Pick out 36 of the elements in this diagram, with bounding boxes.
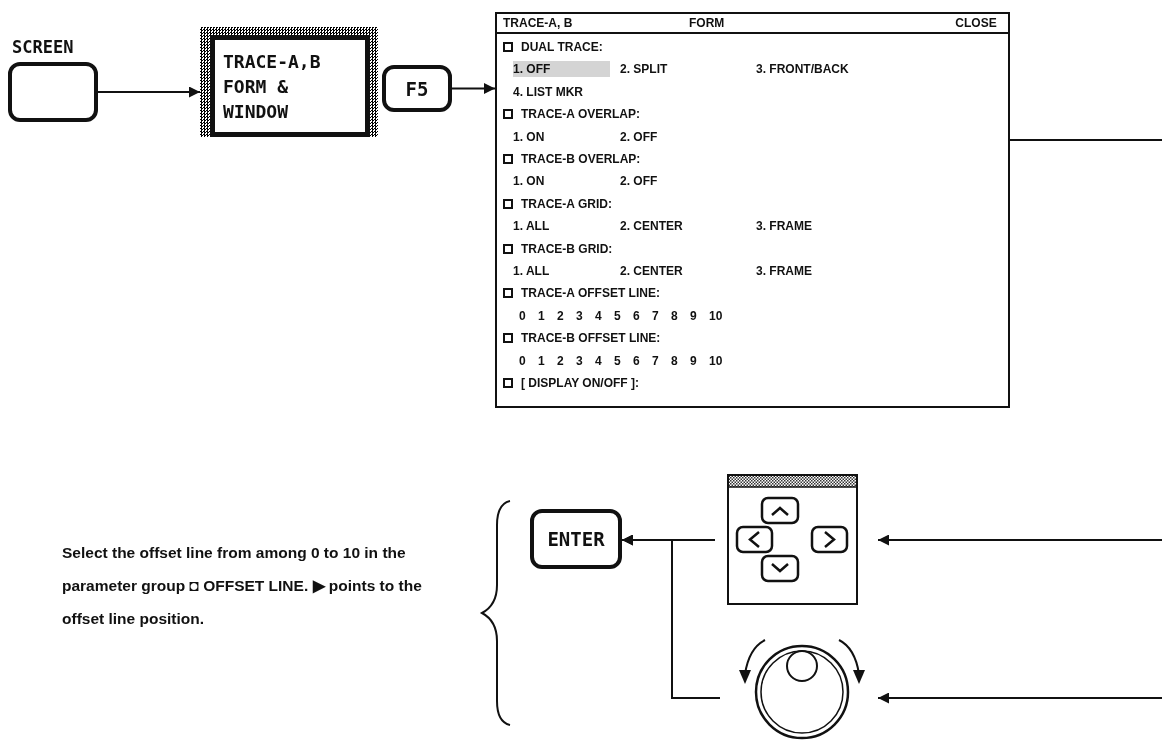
option-text: 2. CENTER [620,263,683,279]
arrow [877,692,1162,704]
option-text: 3. FRAME [756,218,812,235]
parameter-heading: TRACE-A OFFSET LINE: [521,285,660,302]
f5-key: F5 [382,65,452,112]
key-label: SCREEN [12,37,74,57]
option-text: 1. ON [513,128,545,145]
parameter-heading: TRACE-A GRID: [521,195,612,212]
arrow [877,534,1162,546]
option-text: 1. ALL [513,218,550,235]
option-text: 1. ON [513,173,545,190]
arrow [621,534,721,699]
parameter-heading: TRACE-B OFFSET LINE: [521,330,661,347]
menu-title: FORM [689,15,725,31]
option-text: 4. LIST MKR [513,83,583,100]
option-text: 2. OFF [620,128,658,145]
parameter-heading: [ DISPLAY ON/OFF ]: [521,375,639,391]
enter-key: ENTER [530,509,622,569]
window-title: TRACE-A, B [503,15,573,31]
arrow [97,86,201,98]
parameter-heading: DUAL TRACE: [521,39,603,55]
parameter-heading: TRACE-A OVERLAP: [521,106,640,123]
option-text: 2. CENTER [620,218,683,235]
option-text: 2. SPLIT [620,61,668,78]
option-text: 1. OFF [513,61,611,78]
option-text: 3. FRAME [756,263,812,279]
menu-label: TRACE-A,B FORM & WINDOW [223,49,322,124]
option-text: 1. ALL [513,263,550,279]
arrow [451,83,496,94]
instruction-text: Select the offset line from among 0 to 10 in the parameter group ◘ OFFSET LINE. ▶ points to the offset line position. [62,543,423,629]
parameter-heading: TRACE-B OVERLAP: [521,151,641,167]
offset-values: 0 1 2 3 4 5 6 7 8 9 10 [518,307,723,324]
option-text: 2. OFF [620,173,658,190]
parameter-heading: TRACE-B GRID: [521,240,613,257]
option-text: 3. FRONT/BACK [756,61,849,78]
offset-values: 0 1 2 3 4 5 6 7 8 9 10 [518,352,723,369]
